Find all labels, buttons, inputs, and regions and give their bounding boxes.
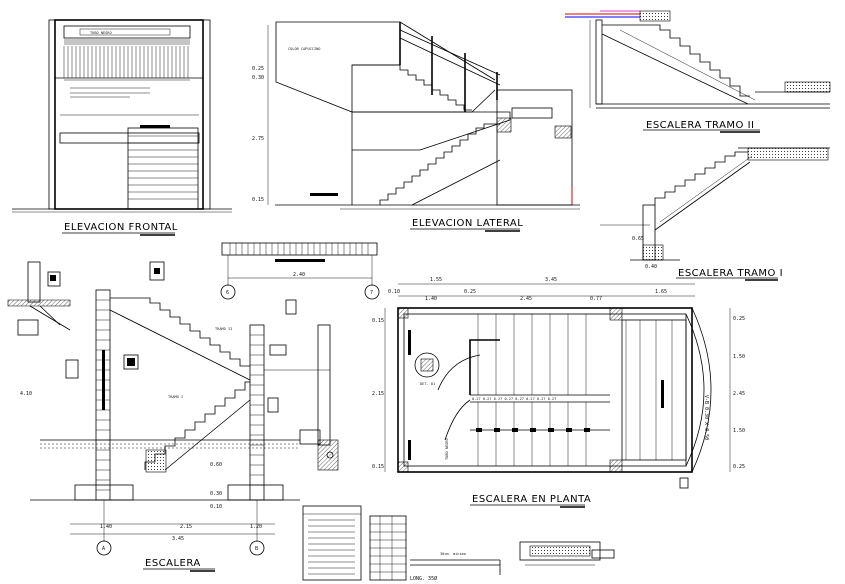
escalera-section: TRAMO II TRAMO I 1.40 <box>7 261 339 572</box>
axis-b: B <box>255 546 258 552</box>
dim-frontal-015: 0.15 <box>252 197 264 203</box>
title-elevacion-frontal: ELEVACION FRONTAL <box>64 222 178 233</box>
dim-plan-l015: 0.15 <box>372 318 384 324</box>
beam-detail-6-7: 2.40 6 7 <box>220 242 380 300</box>
dim-plan-l215: 2.15 <box>372 391 384 397</box>
dim-plan-077: 0.77 <box>590 296 602 302</box>
title-escalera: ESCALERA <box>145 558 201 569</box>
axis-seven: 7 <box>370 290 373 296</box>
svg-text:DET. 01: DET. 01 <box>420 382 435 386</box>
dim-beam-240: 2.40 <box>293 272 305 278</box>
dim-plan-025: 0.25 <box>464 289 476 295</box>
lateral-railing <box>399 21 501 112</box>
title-elevacion-lateral: ELEVACION LATERAL <box>412 218 523 229</box>
tubo-negro-plan-label: TUBO NEGRO <box>445 438 449 460</box>
dim-plan-140: 1.40 <box>425 296 437 302</box>
dim-tramo1-040: 0.40 <box>645 264 657 270</box>
elevacion-frontal: TUBO NEGRO <box>12 19 232 236</box>
tramo-ii-small-label: TRAMO II <box>215 327 232 331</box>
escalera-tramo-i: 0.65 0.40 ESCALERA TRAMO I <box>600 147 830 281</box>
dim-esc-060: 0.60 <box>210 462 222 468</box>
axis-a: A <box>102 546 105 552</box>
title-escalera-en-planta: ESCALERA EN PLANTA <box>472 494 591 505</box>
long-label: LONG. 35Ø <box>410 575 437 582</box>
dim-plan-345: 3.45 <box>545 277 557 283</box>
dim-plan-r245: 2.45 <box>733 391 745 397</box>
dim-esc-345: 3.45 <box>172 536 184 542</box>
min-30cm-label: 30cm. minimo <box>440 552 466 556</box>
tramo-i-small-label: TRAMO I <box>168 395 183 399</box>
notes-lines <box>308 519 355 575</box>
dim-tramo1-065: 0.65 <box>632 236 644 242</box>
dim-frontal-030: 0.30 <box>252 75 264 81</box>
dim-plan-155: 1.55 <box>430 277 442 283</box>
color-capuccino-label: COLOR CAPUCCINO <box>288 47 320 51</box>
dim-esc-120: 1.20 <box>250 524 262 530</box>
title-escalera-tramo-ii: ESCALERA TRAMO II <box>646 120 755 131</box>
dim-plan-245: 2.45 <box>520 296 532 302</box>
dim-plan-165: 1.65 <box>655 289 667 295</box>
dim-frontal-025: 0.25 <box>252 66 264 72</box>
panel-slats <box>63 46 189 78</box>
plan-upper-treads <box>477 314 587 395</box>
plan-lower-treads <box>476 402 590 466</box>
beam-stirrups <box>229 243 369 255</box>
dim-esc-140: 1.40 <box>100 524 112 530</box>
viga-label: V-B 0.30 X 0.50 <box>703 395 709 440</box>
dim-plan-r025b: 0.25 <box>733 464 745 470</box>
dim-plan-r150b: 1.50 <box>733 428 745 434</box>
dim-plan-r025a: 0.25 <box>733 316 745 322</box>
tubo-negro-label: TUBO NEGRO <box>90 31 112 35</box>
dim-esc-215: 2.15 <box>180 524 192 530</box>
floor-dashes <box>40 443 300 449</box>
dim-plan-010: 0.10 <box>388 289 400 295</box>
escalera-en-planta: 1.55 3.45 0.10 1.40 0.25 2.45 0.77 1.65 … <box>372 277 745 508</box>
dim-plan-l015b: 0.15 <box>372 464 384 470</box>
tread-dims-row: 0.27 0.27 0.27 0.27 0.27 0.27 0.27 0.27 <box>472 397 556 401</box>
dim-esc-410: 4.10 <box>20 391 32 397</box>
front-steps <box>127 127 199 210</box>
notes-tables: 30cm. minimo LONG. 35Ø <box>302 505 615 582</box>
title-escalera-tramo-i: ESCALERA TRAMO I <box>678 268 783 279</box>
dim-esc-030: 0.30 <box>210 491 222 497</box>
elevacion-lateral: 0.25 0.30 2.75 0.15 COLOR CAPUCCINO <box>252 21 580 232</box>
dim-plan-r150a: 1.50 <box>733 354 745 360</box>
escalera-tramo-ii: ESCALERA TRAMO II <box>565 10 831 133</box>
dim-esc-010: 0.10 <box>210 504 222 510</box>
fascia-hatch <box>64 39 190 45</box>
dim-frontal-275: 2.75 <box>252 136 264 142</box>
column-right-brick <box>250 334 264 486</box>
axis-six: 6 <box>226 290 229 296</box>
rebar-table-rows <box>370 523 406 573</box>
